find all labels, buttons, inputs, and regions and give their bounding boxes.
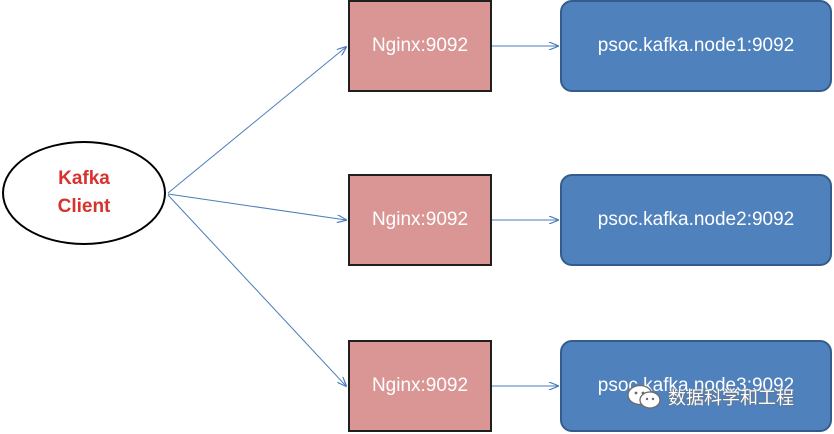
arrow-client-to-proxy-1 bbox=[167, 47, 346, 194]
kafka-broker-node-1: psoc.kafka.node1:9092 bbox=[560, 0, 832, 92]
proxy-label: Nginx:9092 bbox=[371, 375, 469, 396]
kafka-broker-node-3: psoc.kafka.node3:9092 bbox=[560, 340, 832, 432]
broker-label: psoc.kafka.node2:9092 bbox=[597, 209, 795, 230]
kafka-client-node: Kafka Client bbox=[2, 141, 166, 245]
wechat-icon bbox=[627, 384, 661, 409]
nginx-proxy-1: Nginx:9092 bbox=[348, 0, 492, 92]
arrow-client-to-proxy-2 bbox=[167, 193, 346, 220]
proxy-label: Nginx:9092 bbox=[371, 35, 469, 56]
nginx-proxy-2: Nginx:9092 bbox=[348, 174, 492, 266]
client-label-line-2: Client bbox=[57, 196, 111, 217]
kafka-broker-node-2: psoc.kafka.node2:9092 bbox=[560, 174, 832, 266]
arrow-client-to-proxy-3 bbox=[167, 194, 346, 386]
client-label-line-1: Kafka bbox=[58, 168, 110, 189]
watermark: 数据科学和工程 bbox=[626, 384, 794, 410]
broker-label: psoc.kafka.node1:9092 bbox=[597, 35, 795, 56]
proxy-label: Nginx:9092 bbox=[371, 209, 469, 230]
watermark-text: 数据科学和工程 bbox=[668, 388, 794, 408]
nginx-proxy-3: Nginx:9092 bbox=[348, 340, 492, 432]
